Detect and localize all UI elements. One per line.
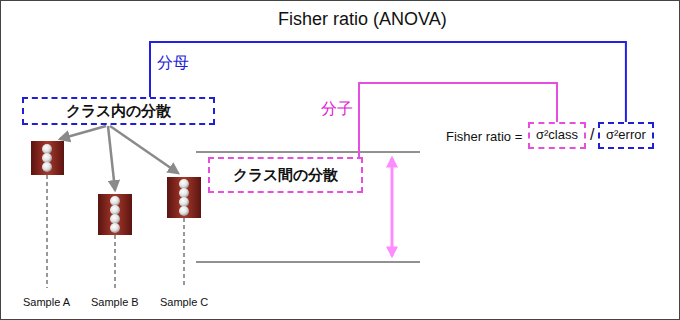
ball <box>110 196 120 206</box>
ball <box>179 179 189 189</box>
sample-block <box>167 177 201 218</box>
title-holder: Fisher ratio (ANOVA) <box>278 9 447 30</box>
sample-label: Sample C <box>160 296 208 308</box>
node-text: クラス間の分散 <box>233 166 338 183</box>
node-text: σ²class <box>536 128 578 143</box>
pointer-arrow <box>110 126 178 173</box>
edge-label-holder: 分母 <box>157 54 189 72</box>
double-arrow <box>391 158 394 256</box>
pointer-arrow <box>108 126 115 190</box>
edge-label-holder: 分子 <box>321 100 353 118</box>
edge-label: 分子 <box>321 100 353 117</box>
ball <box>42 144 52 154</box>
label-holder: Fisher ratio = <box>446 127 522 145</box>
node-text: クラス内の分散 <box>66 102 171 119</box>
ball <box>110 205 120 215</box>
pointer-arrow <box>60 126 106 139</box>
ball <box>179 188 189 198</box>
range-line <box>196 152 420 153</box>
ball <box>42 162 52 172</box>
sample-dashed-line <box>184 218 185 288</box>
ball <box>110 223 120 233</box>
sample-block <box>98 194 132 235</box>
ball <box>179 197 189 207</box>
formula-text: Fisher ratio = <box>446 129 522 144</box>
sample-block <box>31 141 64 175</box>
node-text: σ²error <box>606 128 646 143</box>
range-line <box>196 262 420 263</box>
sample-block <box>98 194 132 235</box>
ball <box>179 206 189 216</box>
within-class-box: クラス内の分散 <box>22 97 215 125</box>
sample-label: Sample B <box>91 296 139 308</box>
diagram-title: Fisher ratio (ANOVA) <box>278 9 447 29</box>
sample-block <box>31 141 64 175</box>
sample-dashed-line <box>47 175 48 288</box>
between-class-box: クラス間の分散 <box>208 157 363 193</box>
denominator-term-box: σ²error <box>598 122 654 149</box>
sample-dashed-line <box>115 235 116 288</box>
label-holder: / <box>590 126 594 144</box>
label-holder: Sample B <box>91 292 139 310</box>
ball <box>110 214 120 224</box>
label-holder: Sample C <box>160 292 208 310</box>
numerator-term-box: σ²class <box>528 122 586 149</box>
formula-operator: / <box>590 126 594 143</box>
edge-label: 分母 <box>157 54 189 71</box>
sample-label: Sample A <box>23 296 70 308</box>
ball <box>42 153 52 163</box>
sample-block <box>167 177 201 218</box>
label-holder: Sample A <box>23 292 70 310</box>
